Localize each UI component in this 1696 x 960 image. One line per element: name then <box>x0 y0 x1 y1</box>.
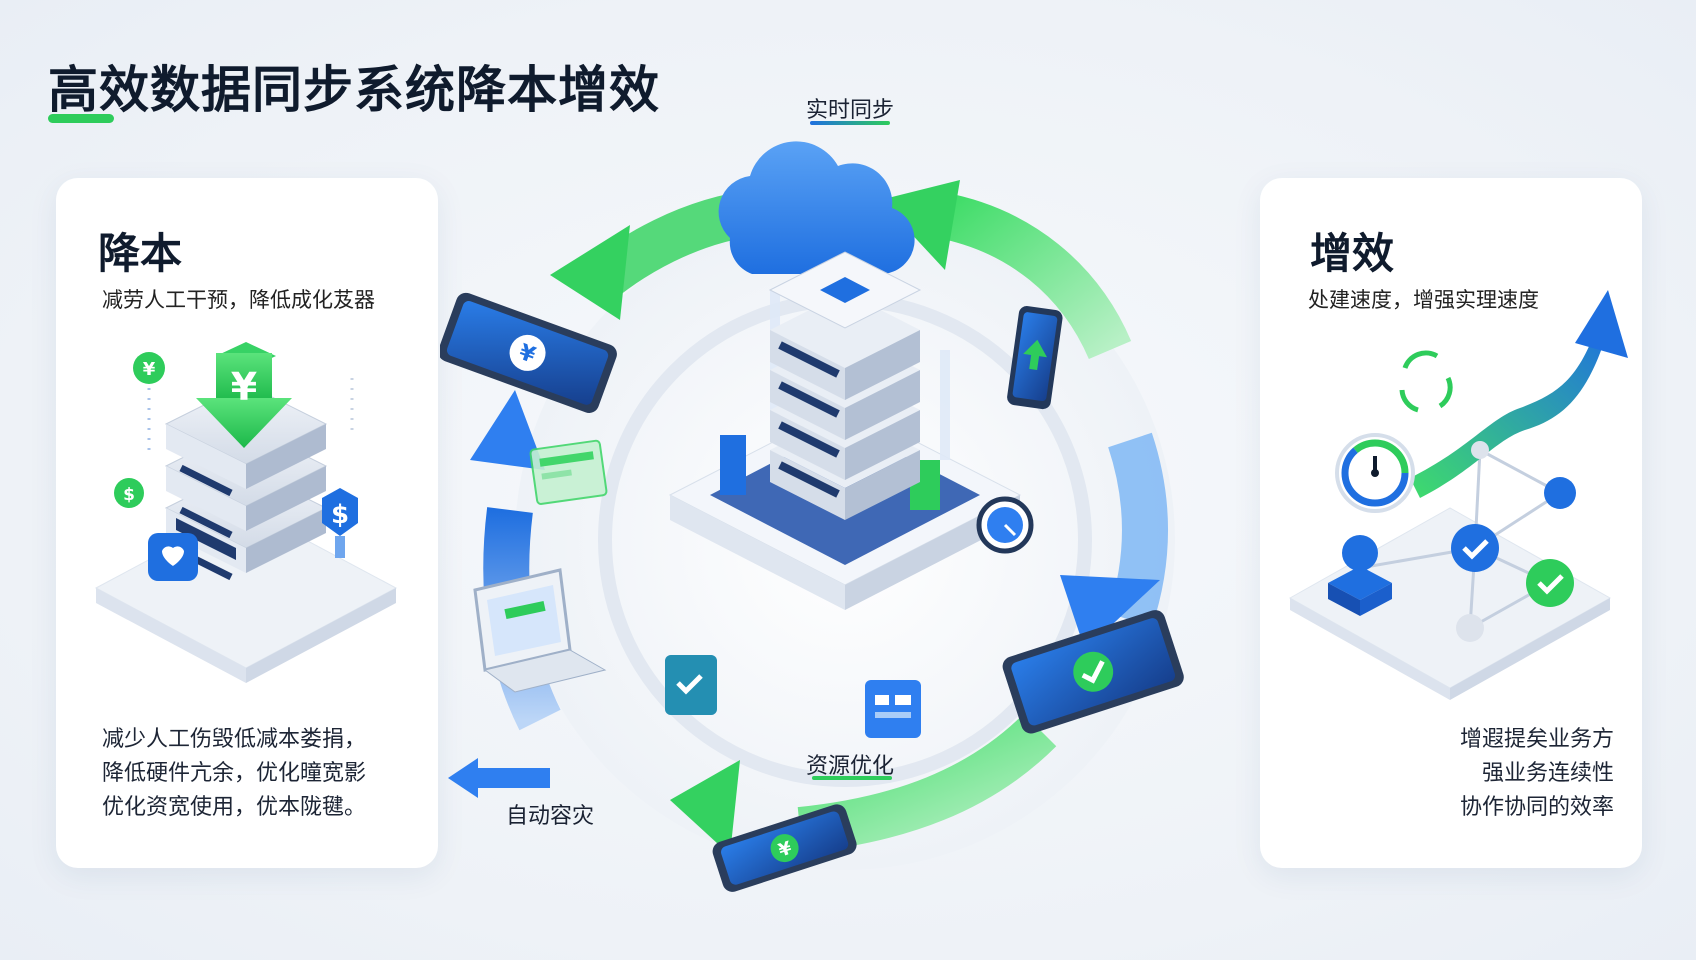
efficiency-card: 增效 处建速度，增强实理速度 <box>1260 178 1642 868</box>
document-check-icon <box>665 655 717 715</box>
chart-panel-icon <box>865 680 921 738</box>
yuan-icon: ¥ $ <box>114 352 165 508</box>
tablet-check-icon <box>1002 610 1184 734</box>
sync-icon <box>1399 350 1453 413</box>
phone-icon <box>1007 306 1063 410</box>
sync-cycle-diagram: ¥ <box>440 141 1184 892</box>
cost-reduction-line: 减少人工伤毁低减本娄捐， <box>102 727 367 752</box>
svg-text:$: $ <box>331 500 349 530</box>
cycle-arrow-right <box>1060 432 1168 650</box>
efficiency-subtitle: 处建速度，增强实理速度 <box>1308 288 1539 312</box>
yuan-arrow-icon: ¥ <box>196 353 292 448</box>
label-auto-failover: 自动容灾 <box>506 804 595 829</box>
cycle-arrow-top-right <box>880 180 1132 360</box>
tablet-icon: ¥ <box>440 292 617 413</box>
dollar-icon: $ <box>322 488 358 558</box>
clock-icon <box>1335 433 1415 513</box>
laptop-icon <box>473 568 607 693</box>
label-realtime-sync: 实时同步 <box>806 98 895 123</box>
svg-text:$: $ <box>123 485 135 505</box>
efficiency-line: 协作协同的效率 <box>1459 795 1614 820</box>
efficiency-line: 增遐提矣业务方 <box>1459 727 1614 752</box>
server-rack-icon <box>668 251 1022 610</box>
cost-reduction-heading: 降本 <box>98 229 183 278</box>
heart-icon <box>148 533 198 581</box>
cost-reduction-illustration: ¥ ¥ $ $ <box>94 342 398 683</box>
page-title: 高效数据同步系统降本增效 <box>48 61 660 119</box>
svg-text:¥: ¥ <box>231 365 257 409</box>
timer-icon <box>976 496 1034 554</box>
label-resource-optimization: 资源优化 <box>806 754 895 779</box>
phone-yuan-icon: ¥ <box>712 804 857 892</box>
svg-text:¥: ¥ <box>143 359 156 380</box>
efficiency-details: 增遐提矣业务方 强业务连续性 协作协同的效率 <box>1460 723 1614 825</box>
label-resource-optimization-bar <box>812 776 892 780</box>
cost-reduction-line: 降低硬件亢余，优化曈宽影 <box>102 761 367 786</box>
efficiency-illustration <box>1288 290 1628 700</box>
failover-arrow-icon <box>448 758 550 798</box>
check-icon <box>1451 524 1574 607</box>
user-icon <box>1328 535 1392 616</box>
trend-arrow-icon <box>1410 290 1628 498</box>
cost-reduction-subtitle: 减劳人工干预，降低成化芨器 <box>102 288 375 312</box>
cost-reduction-details: 减少人工伤毁低减本娄捐， 降低硬件亢余，优化曈宽影 优化资宽使用，优本陇毽。 <box>102 723 366 825</box>
efficiency-line: 强业务连续性 <box>1481 761 1614 786</box>
efficiency-heading: 增效 <box>1310 229 1395 278</box>
cost-reduction-card: 降本 减劳人工干预，降低成化芨器 <box>56 178 438 868</box>
title-underline <box>48 114 114 123</box>
label-realtime-sync-bar <box>810 121 890 125</box>
cost-reduction-line: 优化资宽使用，优本陇毽。 <box>102 795 367 820</box>
window-card-icon <box>529 439 608 505</box>
cloud-icon <box>718 141 915 274</box>
